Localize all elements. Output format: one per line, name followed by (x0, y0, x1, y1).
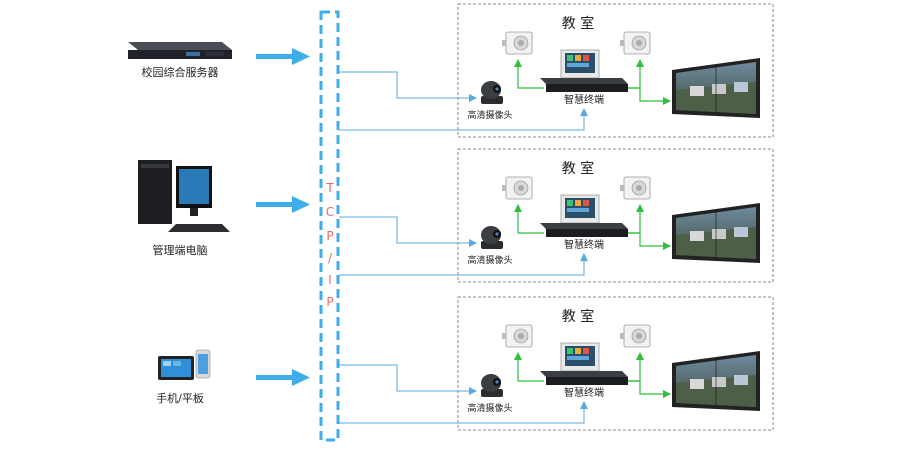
source-arrow (256, 196, 310, 213)
terminal-label: 智慧终端 (564, 238, 604, 251)
camera-label: 高清摄像头 (467, 109, 512, 121)
av-links (514, 352, 671, 398)
classroom-display-icon (672, 351, 760, 411)
network-links (339, 71, 588, 131)
camera-icon (481, 374, 503, 397)
source-arrow (256, 369, 310, 386)
tablet-phone-device: 手机/平板 (156, 349, 211, 405)
camera-label: 高清摄像头 (467, 254, 512, 266)
speaker-icon (620, 176, 651, 200)
classroom-frame (457, 148, 774, 283)
bus-letter: P (326, 229, 333, 243)
speaker-icon (502, 31, 533, 55)
terminal-label: 智慧终端 (564, 93, 604, 106)
speaker-icon (502, 324, 533, 348)
classroom-frame (457, 3, 774, 138)
server-device: 校园综合服务器 (128, 42, 232, 79)
classroom-title: 教 室 (562, 15, 594, 32)
network-links (339, 216, 588, 276)
bus-letter: T (325, 181, 334, 195)
speaker-icon (620, 324, 651, 348)
desktop-pc-device: 管理端电脑 (138, 160, 230, 257)
speaker-icon (620, 31, 651, 55)
classroom-display-icon (672, 58, 760, 118)
classroom-frame (457, 296, 774, 431)
bus-dashed-frame (319, 10, 340, 442)
camera-icon (481, 81, 503, 104)
tcp-ip-bus: T C P / I P (319, 10, 340, 442)
classroom-title: 教 室 (562, 308, 594, 325)
classroom-title: 教 室 (562, 160, 594, 177)
smart-terminal-icon (540, 49, 628, 92)
bus-letter: / (328, 251, 333, 265)
smart-terminal-icon (540, 342, 628, 385)
smart-terminal-icon (540, 194, 628, 237)
bus-letter: C (326, 205, 334, 219)
speaker-icon (502, 176, 533, 200)
tablet-phone-icon (158, 349, 211, 380)
camera-label: 高清摄像头 (467, 402, 512, 414)
source-label-pc: 管理端电脑 (153, 243, 208, 257)
source-arrow (256, 48, 310, 65)
bus-letter: P (326, 295, 333, 309)
av-links (514, 204, 671, 250)
camera-icon (481, 226, 503, 249)
source-label-server: 校园综合服务器 (142, 65, 219, 79)
source-arrows (256, 48, 310, 386)
terminal-label: 智慧终端 (564, 386, 604, 399)
network-links (339, 364, 588, 424)
desktop-pc-icon (138, 160, 230, 232)
source-label-mobile: 手机/平板 (156, 391, 204, 405)
classroom-display-icon (672, 203, 760, 263)
av-links (514, 59, 671, 105)
bus-letter: I (328, 273, 332, 287)
server-icon (128, 42, 232, 59)
